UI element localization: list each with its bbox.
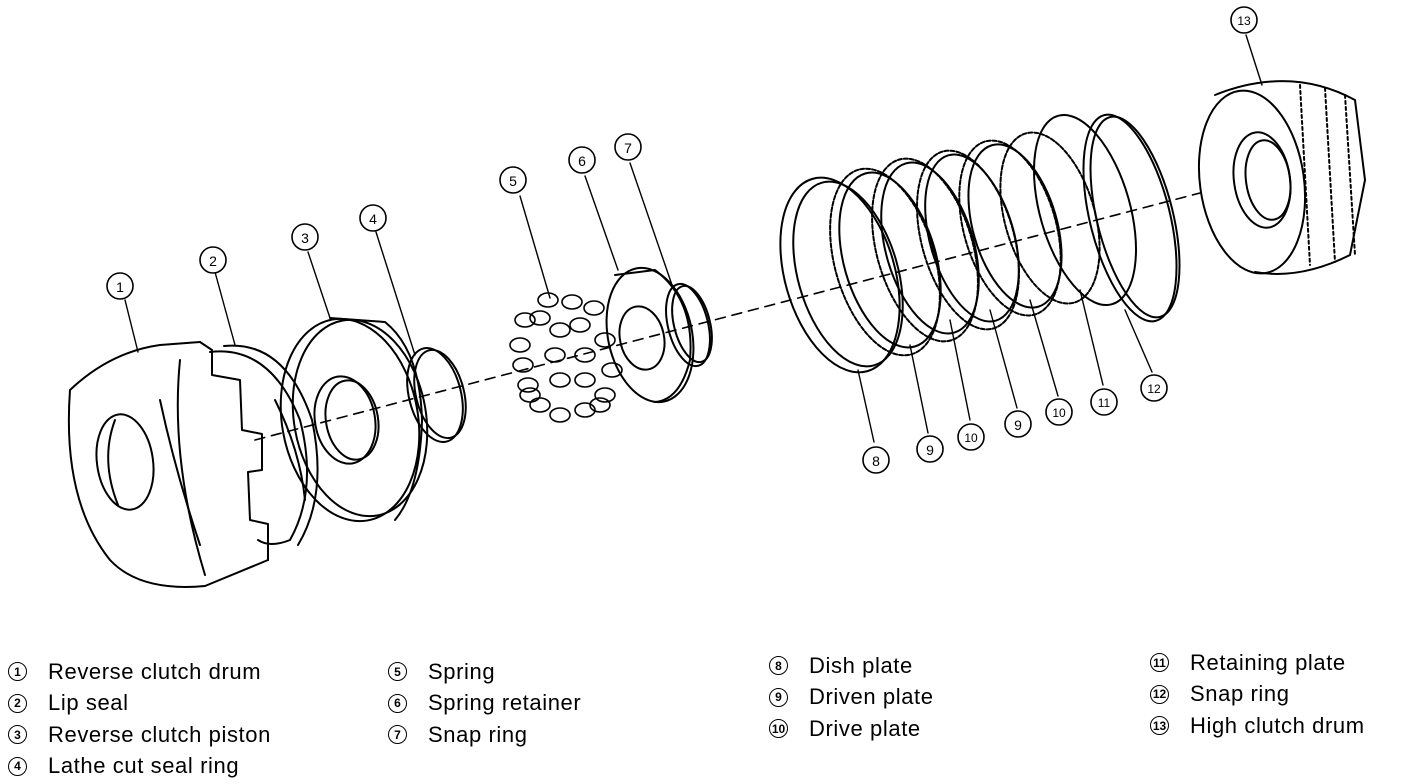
legend-text: Reverse clutch drum xyxy=(48,658,262,684)
legend-column-2: 5 Spring 6 Spring retainer 7 Snap ring xyxy=(388,656,581,751)
legend-text: Lip seal xyxy=(48,690,129,716)
callout-11: 11 xyxy=(1090,388,1118,416)
legend-text: Drive plate xyxy=(809,715,921,741)
legend-item: 13 High clutch drum xyxy=(1150,710,1365,742)
snap-ring-7-part xyxy=(665,282,713,368)
legend-item: 7 Snap ring xyxy=(388,719,581,751)
legend-text: Dish plate xyxy=(809,652,913,678)
legend-item: 1 Reverse clutch drum xyxy=(8,656,271,688)
svg-text:5: 5 xyxy=(509,173,517,189)
callout-13: 13 xyxy=(1230,6,1258,34)
legend-text: Lathe cut seal ring xyxy=(48,753,240,779)
legend-text: Driven plate xyxy=(809,684,934,710)
legend-number: 4 xyxy=(8,756,27,776)
svg-text:13: 13 xyxy=(1237,14,1251,28)
legend-number: 3 xyxy=(8,725,27,745)
legend-number: 10 xyxy=(769,719,788,739)
svg-text:8: 8 xyxy=(872,453,880,469)
legend-item: 2 Lip seal xyxy=(8,688,271,720)
legend-number: 5 xyxy=(388,662,407,682)
center-axis-line xyxy=(254,192,1201,441)
callout-12: 12 xyxy=(1140,374,1168,402)
callout-10b: 10 xyxy=(1045,398,1073,426)
springs-part xyxy=(509,292,623,423)
lathe-cut-seal-ring-part xyxy=(406,347,467,443)
legend-number: 13 xyxy=(1150,716,1169,736)
svg-text:10: 10 xyxy=(1052,406,1066,420)
callout-3: 3 xyxy=(291,223,319,251)
clutch-plates-part xyxy=(829,131,1101,357)
legend-text: Snap ring xyxy=(1190,681,1290,707)
svg-text:10: 10 xyxy=(964,431,978,445)
legend-number: 8 xyxy=(769,656,788,676)
high-clutch-drum-part xyxy=(1197,80,1366,275)
callout-5: 5 xyxy=(499,166,527,194)
callout-8: 8 xyxy=(862,446,890,474)
clutch-plates-outer-part xyxy=(838,143,1063,349)
reverse-clutch-drum-part xyxy=(67,341,269,588)
legend-number: 7 xyxy=(388,725,407,745)
legend-item: 3 Reverse clutch piston xyxy=(8,719,271,751)
legend-item: 8 Dish plate xyxy=(769,650,934,682)
callout-9a: 9 xyxy=(916,435,944,463)
legend-text: Reverse clutch piston xyxy=(48,721,271,747)
exploded-view-diagram: 1 2 3 4 5 6 7 8 9 10 9 10 11 12 13 xyxy=(67,6,1366,588)
svg-text:7: 7 xyxy=(624,140,632,156)
callout-7: 7 xyxy=(614,133,642,161)
callout-4: 4 xyxy=(359,204,387,232)
legend-number: 9 xyxy=(769,687,788,707)
legend-item: 9 Driven plate xyxy=(769,682,934,714)
legend-number: 6 xyxy=(388,693,407,713)
leader-lines xyxy=(124,34,1263,443)
legend-column-4: 11 Retaining plate 12 Snap ring 13 High clu… xyxy=(1150,647,1365,742)
svg-text:6: 6 xyxy=(578,153,586,169)
legend-text: Spring xyxy=(428,658,496,684)
legend-text: Spring retainer xyxy=(428,690,582,716)
legend-number: 12 xyxy=(1150,684,1169,704)
legend-number: 11 xyxy=(1150,653,1169,673)
legend-item: 4 Lathe cut seal ring xyxy=(8,751,271,783)
legend-column-3: 8 Dish plate 9 Driven plate 10 Drive plate xyxy=(769,650,934,745)
legend-text: Retaining plate xyxy=(1190,649,1346,675)
svg-text:9: 9 xyxy=(926,442,934,458)
dish-plate-part xyxy=(779,176,904,374)
spring-retainer-part xyxy=(605,266,695,404)
reverse-clutch-piston-part xyxy=(279,317,429,523)
lip-seal-part xyxy=(209,344,319,546)
callout-6: 6 xyxy=(568,146,596,174)
callout-9b: 9 xyxy=(1004,410,1032,438)
legend-item: 12 Snap ring xyxy=(1150,679,1365,711)
legend-item: 11 Retaining plate xyxy=(1150,647,1365,679)
svg-text:4: 4 xyxy=(369,211,377,227)
snap-ring-12-part xyxy=(1082,113,1181,323)
legend-item: 10 Drive plate xyxy=(769,713,934,745)
svg-text:3: 3 xyxy=(301,230,309,246)
callout-1: 1 xyxy=(106,272,134,300)
legend-column-1: 1 Reverse clutch drum 2 Lip seal 3 Reverse … xyxy=(8,656,271,782)
svg-text:12: 12 xyxy=(1147,382,1161,396)
svg-text:11: 11 xyxy=(1098,396,1111,410)
legend-number: 2 xyxy=(8,693,27,713)
callout-2: 2 xyxy=(199,246,227,274)
legend-text: High clutch drum xyxy=(1190,712,1365,738)
svg-text:2: 2 xyxy=(209,253,217,269)
legend-item: 6 Spring retainer xyxy=(388,688,581,720)
retaining-plate-part xyxy=(1033,113,1137,307)
legend-item: 5 Spring xyxy=(388,656,581,688)
callout-10a: 10 xyxy=(957,423,985,451)
legend-text: Snap ring xyxy=(428,721,528,747)
legend-number: 1 xyxy=(8,662,27,682)
svg-text:1: 1 xyxy=(116,279,124,295)
svg-text:9: 9 xyxy=(1014,417,1022,433)
